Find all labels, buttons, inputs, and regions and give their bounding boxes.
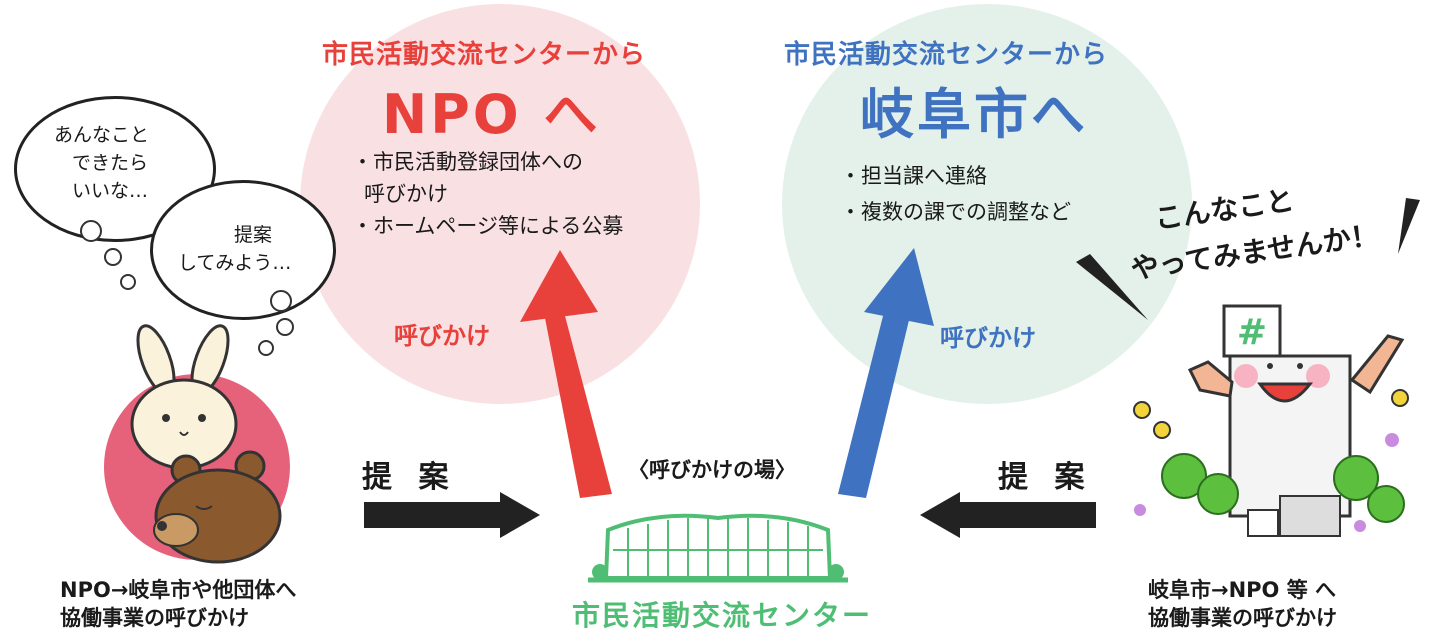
thought-text-1b: できたら bbox=[72, 152, 149, 174]
thought-dot bbox=[270, 290, 292, 312]
thought-text-1c: いいな… bbox=[72, 180, 149, 202]
bottom-left-line-2: 協働事業の呼びかけ bbox=[60, 606, 249, 630]
city-hall-mascot-illustration: # bbox=[1133, 304, 1409, 537]
proposal-label-left: 提 案 bbox=[362, 460, 457, 495]
npo-bullet-1-cont: 呼びかけ bbox=[364, 182, 448, 206]
thought-dot bbox=[258, 340, 274, 356]
center-building-icon bbox=[588, 513, 848, 583]
right-proposal-arrow-icon bbox=[920, 492, 1096, 538]
proposal-label-right: 提 案 bbox=[998, 460, 1093, 495]
venue-label: 〈呼びかけの場〉 bbox=[628, 458, 796, 482]
center-name: 市民活動交流センター bbox=[572, 599, 873, 632]
city-bullet-1: ・担当課へ連絡 bbox=[840, 164, 987, 188]
thought-text-2a: 提案 bbox=[234, 224, 273, 246]
npo-bullet-2: ・ホームページ等による公募 bbox=[352, 214, 624, 238]
rabbit-bear-illustration bbox=[130, 324, 282, 564]
city-panel-title: 岐阜市へ bbox=[860, 83, 1088, 146]
red-arrow-icon bbox=[520, 250, 612, 498]
npo-panel-subtitle: 市民活動交流センターから bbox=[322, 40, 647, 70]
npo-bullet-1: ・市民活動登録団体への bbox=[352, 150, 583, 174]
city-panel-circle bbox=[782, 4, 1192, 404]
city-bullet-2: ・複数の課での調整など bbox=[840, 200, 1071, 224]
thought-dot bbox=[276, 318, 294, 336]
npo-call-label: 呼びかけ bbox=[394, 322, 490, 350]
left-proposal-arrow-icon bbox=[364, 492, 540, 538]
thought-dot bbox=[80, 220, 102, 242]
thought-bubble-2 bbox=[150, 180, 336, 320]
npo-panel-title: NPO へ bbox=[382, 83, 601, 146]
hash-logo-icon: # bbox=[1237, 312, 1267, 353]
thought-dot bbox=[104, 248, 122, 266]
thought-dot bbox=[120, 274, 136, 290]
rabbit-icon bbox=[130, 324, 238, 470]
bottom-right-line-1: 岐阜市→NPO 等 へ bbox=[1148, 578, 1337, 602]
city-panel-subtitle: 市民活動交流センターから bbox=[784, 40, 1109, 70]
blue-arrow-icon bbox=[838, 248, 934, 498]
thought-text-2b: してみよう… bbox=[178, 252, 292, 274]
bottom-left-line-1: NPO→岐阜市や他団体へ bbox=[60, 578, 297, 602]
npo-panel-circle bbox=[300, 4, 700, 404]
bear-icon bbox=[153, 450, 282, 564]
thought-text-1a: あんなこと bbox=[54, 124, 150, 146]
bottom-right-line-2: 協働事業の呼びかけ bbox=[1148, 606, 1337, 630]
city-call-label: 呼びかけ bbox=[940, 324, 1036, 352]
